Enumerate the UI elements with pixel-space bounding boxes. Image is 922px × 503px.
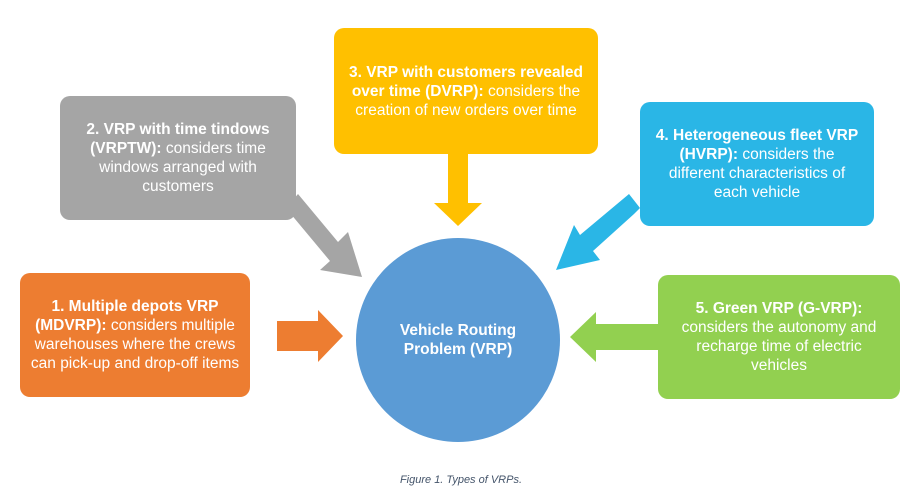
box-dvrp: 3. VRP with customers revealed over time…: [334, 28, 598, 154]
box-vrptw: 2. VRP with time tindows (VRPTW): consid…: [60, 96, 296, 220]
center-title-line2: Problem (VRP): [403, 341, 513, 358]
box-mdvrp: 1. Multiple depots VRP (MDVRP): consider…: [20, 273, 250, 397]
arrow-mdvrp: [277, 310, 343, 362]
arrow-vrptw: [286, 194, 362, 277]
box-dvrp-title: 3. VRP with customers revealed over time…: [348, 63, 584, 100]
box-hvrp-desc: considers the different characteristics …: [668, 146, 846, 201]
center-title-line1: Vehicle Routing: [399, 322, 517, 339]
box-dvrp-desc: considers the creation of new orders ove…: [355, 82, 581, 119]
box-mdvrp-title: 1. Multiple depots VRP (MDVRP):: [35, 298, 219, 334]
box-gvrp-title: 5. Green VRP (G-VRP):: [695, 300, 863, 317]
box-hvrp: 4. Heterogeneous fleet VRP (HVRP): consi…: [640, 102, 874, 226]
center-circle: Vehicle Routing Problem (VRP): [356, 238, 560, 442]
arrow-hvrp: [556, 194, 640, 270]
box-gvrp: 5. Green VRP (G-VRP): considers the auto…: [658, 275, 900, 399]
box-vrptw-title: 2. VRP with time tindows (VRPTW):: [86, 121, 270, 157]
arrow-gvrp: [570, 312, 660, 362]
box-hvrp-title: 4. Heterogeneous fleet VRP (HVRP):: [655, 127, 859, 163]
box-vrptw-desc: considers time windows arranged with cus…: [99, 140, 266, 195]
arrow-dvrp: [434, 150, 482, 226]
box-mdvrp-desc: considers multiple warehouses where the …: [30, 317, 240, 372]
figure-caption: Figure 1. Types of VRPs.: [399, 474, 523, 486]
box-gvrp-desc: considers the autonomy and recharge time…: [681, 319, 877, 374]
